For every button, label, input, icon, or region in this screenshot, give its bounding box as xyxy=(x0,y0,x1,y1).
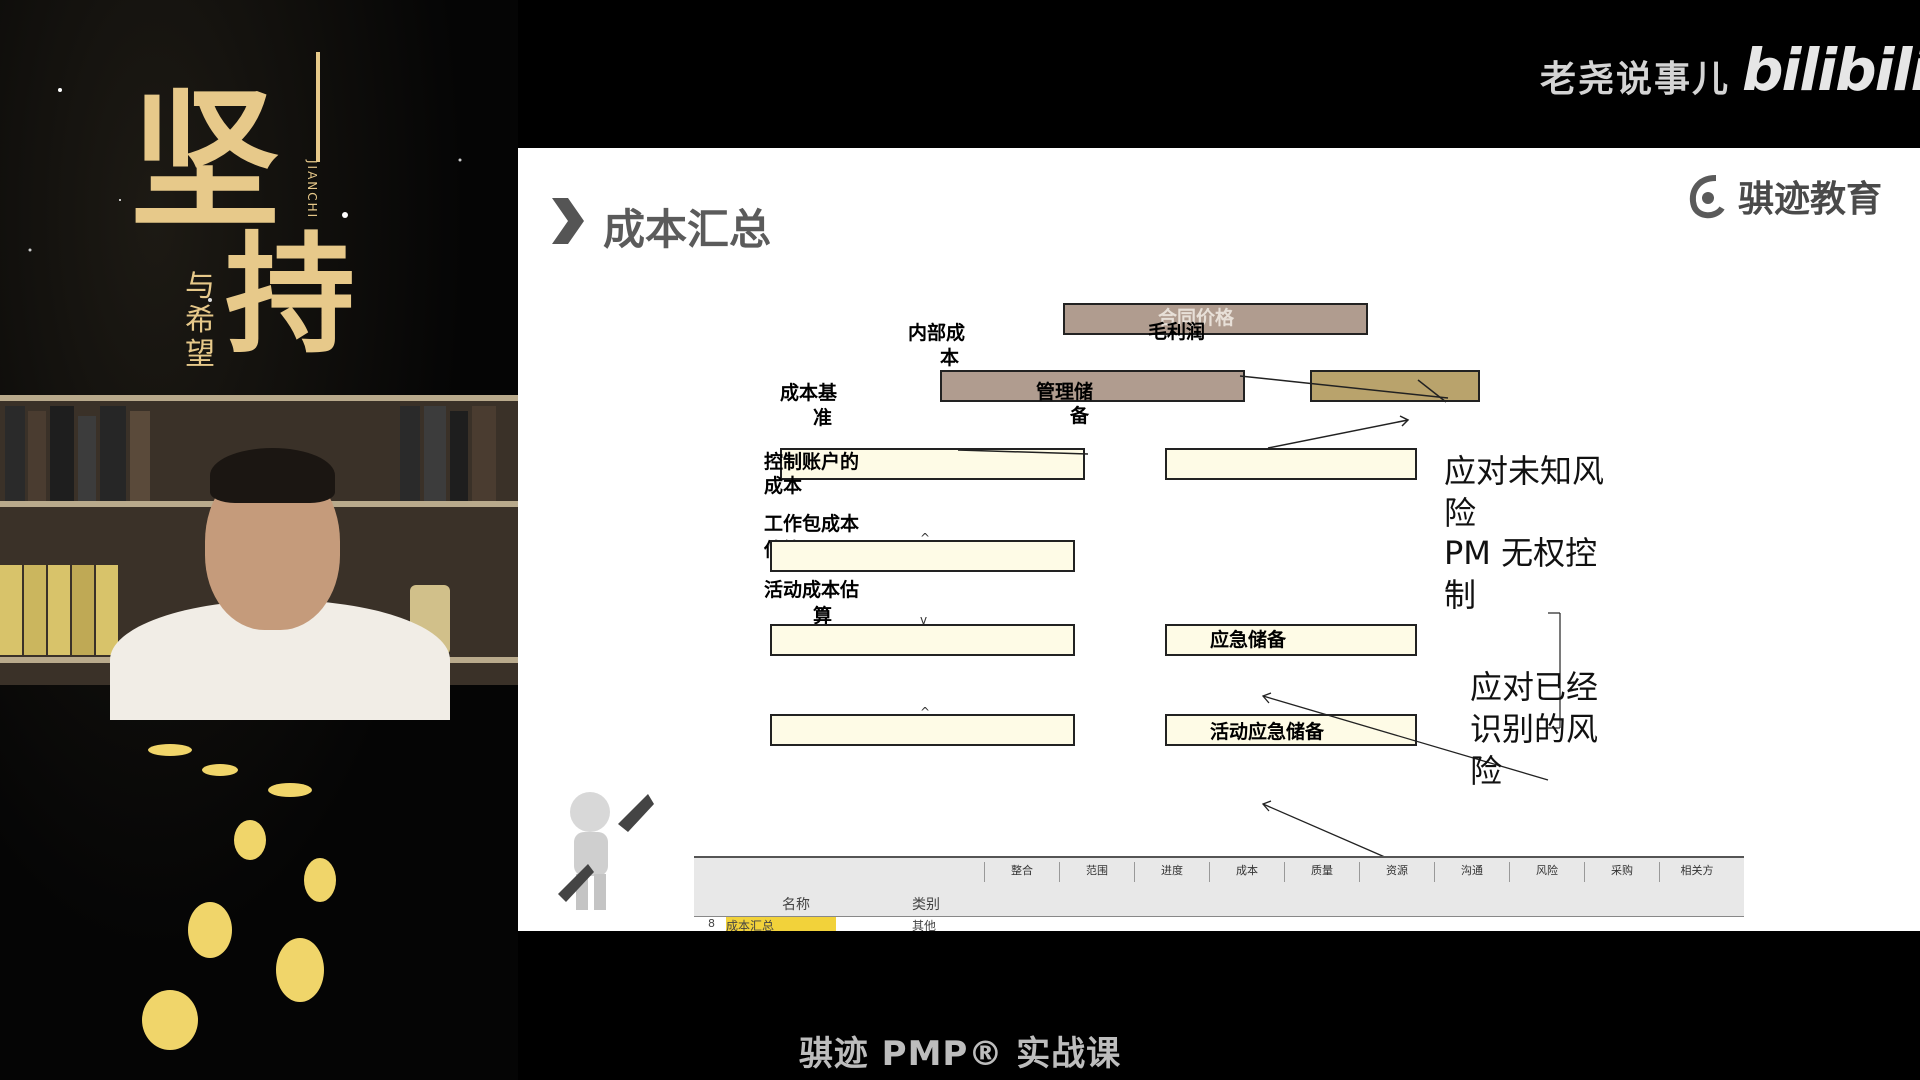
internal-cost-label-1: 内部成 xyxy=(908,322,966,344)
shelf-top xyxy=(0,395,518,401)
slide-logo-text: 骐迹教育 xyxy=(1738,179,1883,220)
presenter-hair xyxy=(210,448,335,503)
table-header-type: 类别 xyxy=(912,897,940,913)
unknown-risk-note-4: 制 xyxy=(1444,576,1477,614)
table-row-number: 8 xyxy=(708,917,715,930)
table-group-header: 采购 xyxy=(1584,862,1659,882)
unknown-risk-note-2: 险 xyxy=(1444,494,1477,532)
profit-label: 毛利润 xyxy=(1148,321,1206,343)
management-reserve-label-2: 备 xyxy=(1070,405,1090,427)
activity-cost-label-2: 算 xyxy=(813,605,833,627)
table-group-header: 质量 xyxy=(1284,862,1359,882)
presentation-slide: 成本汇总 骐迹教育 合同价格 毛利润 内部成 本 管理储 备 成本基 准 控制账… xyxy=(518,148,1920,931)
calligraphy-char-2: 持 xyxy=(225,218,356,371)
table-group-headers: 整合范围进度成本质量资源沟通风险采购相关方 xyxy=(984,862,1734,882)
course-caption: 骐迹 PMP® 实战课 xyxy=(798,1034,1122,1074)
work-package-label-1: 工作包成本 xyxy=(764,513,860,535)
management-reserve-label-1: 管理储 xyxy=(1036,381,1094,403)
cost-baseline-label-2: 准 xyxy=(813,407,833,429)
known-risk-note-2: 识别的风 xyxy=(1470,710,1599,748)
calligraphy-char-1: 坚 xyxy=(130,73,281,249)
slide-title: 成本汇总 xyxy=(603,205,772,254)
activity-cost-bar-2 xyxy=(770,714,1075,746)
internal-cost-label-2: 本 xyxy=(940,347,960,369)
calligraphy-pinyin: JIANCHI xyxy=(305,160,319,220)
unknown-risk-note-3: PM 无权控 xyxy=(1444,534,1598,572)
table-group-header: 成本 xyxy=(1209,862,1284,882)
table-group-header: 整合 xyxy=(984,862,1059,882)
bilibili-logo: bilibili xyxy=(1742,36,1920,104)
table-row-type: 其他 xyxy=(912,919,937,931)
unknown-risk-note-1: 应对未知风 xyxy=(1444,452,1605,490)
table-group-header: 沟通 xyxy=(1434,862,1509,882)
work-package-bar xyxy=(770,540,1075,572)
gold-frame-line xyxy=(316,52,320,162)
profit-bar xyxy=(1310,370,1480,402)
cost-baseline-label-1: 成本基 xyxy=(780,382,838,404)
contingency-reserve-bar xyxy=(1165,624,1417,656)
control-account-label-2: 成本 xyxy=(764,475,803,497)
slide-logo: 骐迹教育 xyxy=(1686,170,1882,222)
table-group-header: 进度 xyxy=(1134,862,1209,882)
control-account-label-1: 控制账户的 xyxy=(764,451,860,473)
calligraphy-subtitle: 与希望 xyxy=(185,269,215,372)
table-row-name: 成本汇总 xyxy=(726,917,836,931)
footprints-graphic xyxy=(142,744,336,1050)
activity-cost-bar xyxy=(770,624,1075,656)
table-header-name: 名称 xyxy=(782,897,810,913)
bookshelf-row-1 xyxy=(0,401,518,501)
wrench-mascot-graphic xyxy=(558,792,654,910)
contingency-top-bar xyxy=(1165,448,1417,480)
activity-cost-label-1: 活动成本估 xyxy=(764,579,860,601)
contract-price-bar xyxy=(1063,303,1368,335)
table-group-header: 范围 xyxy=(1059,862,1134,882)
table-row: 8 成本汇总 其他 xyxy=(694,916,1744,931)
contingency-reserve-label: 应急储备 xyxy=(1210,629,1287,651)
table-group-header: 风险 xyxy=(1509,862,1584,882)
channel-name: 老尧说事儿 xyxy=(1540,59,1731,100)
chevron-right-icon xyxy=(552,198,584,244)
known-risk-note-3: 险 xyxy=(1470,752,1503,790)
contract-price-label: 合同价格 xyxy=(1158,307,1235,329)
activity-contingency-label: 活动应急储备 xyxy=(1210,721,1325,743)
starfield xyxy=(28,88,462,302)
diagram-arrows: ^ v ^ xyxy=(920,375,1561,929)
table-group-header: 相关方 xyxy=(1659,862,1734,882)
responsibility-table: 名称 类别 整合范围进度成本质量资源沟通风险采购相关方 8 成本汇总 其他 xyxy=(694,856,1744,931)
known-risk-note-1: 应对已经 xyxy=(1470,668,1599,706)
table-group-header: 资源 xyxy=(1359,862,1434,882)
calligraphy-title: 坚 持 与希望 JIANCHI xyxy=(130,40,380,390)
qiji-logo-icon xyxy=(1689,175,1725,219)
